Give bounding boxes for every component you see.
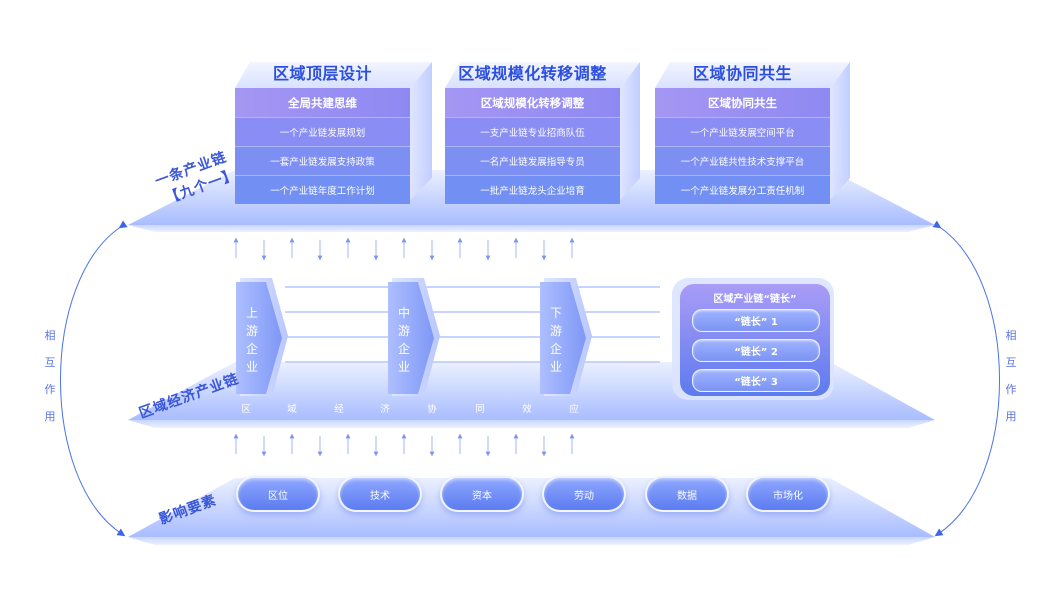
effect-char: 经 xyxy=(334,404,344,415)
midstream-enterprise-label: 中 游 企 业 xyxy=(395,304,413,376)
column-heading-3: 区域协同共生 xyxy=(692,64,792,83)
enterprise-char: 中 xyxy=(397,306,410,320)
enterprise-char: 游 xyxy=(397,324,410,338)
side-char: 作 xyxy=(44,383,56,396)
upstream-enterprise-label: 上 游 企 业 xyxy=(243,304,261,376)
card-item: 一个产业链发展空间平台 xyxy=(655,117,830,146)
right-side-label: 相 互 作 用 xyxy=(1004,322,1018,430)
left-interaction-curve xyxy=(60,220,128,537)
arrows-middle-bottom xyxy=(233,433,575,457)
top-cubes-3d xyxy=(235,62,850,200)
side-char: 用 xyxy=(44,410,56,423)
upstream-prism xyxy=(236,278,288,396)
enterprise-char: 游 xyxy=(549,324,562,338)
effect-char: 同 xyxy=(475,404,485,415)
card-item: 一个产业链共性技术支撑平台 xyxy=(655,146,830,175)
factor-location: 区位 xyxy=(236,476,320,512)
factor-technology: 技术 xyxy=(338,476,422,512)
chain-leader-title: 区域产业链“链长” xyxy=(713,294,797,305)
arrows-top-middle xyxy=(233,237,575,261)
card-title: 区域规模化转移调整 xyxy=(445,88,620,117)
midstream-prism xyxy=(388,278,440,396)
column-card-3: 区域协同共生 一个产业链发展空间平台 一个产业链共性技术支撑平台 一个产业链发展… xyxy=(655,88,830,204)
chain-leader-item: “链长” 1 xyxy=(692,309,820,332)
factor-marketization: 市场化 xyxy=(746,476,830,512)
card-item: 一支产业链专业招商队伍 xyxy=(445,117,620,146)
enterprise-char: 下 xyxy=(549,306,562,320)
effect-char: 济 xyxy=(380,404,390,415)
side-char: 用 xyxy=(1005,410,1017,423)
factor-data: 数据 xyxy=(645,476,729,512)
chain-leader-item: “链长” 2 xyxy=(692,339,820,362)
column-card-1: 全局共建思维 一个产业链发展规划 一套产业链发展支持政策 一个产业链年度工作计划 xyxy=(235,88,410,204)
effect-char: 协 xyxy=(427,404,437,415)
left-side-label: 相 互 作 用 xyxy=(43,322,57,430)
side-char: 作 xyxy=(1005,383,1017,396)
card-title: 全局共建思维 xyxy=(235,88,410,117)
bottom-platform xyxy=(128,478,935,537)
card-item: 一套产业链发展支持政策 xyxy=(235,146,410,175)
column-heading-2: 区域规模化转移调整 xyxy=(458,64,607,83)
chain-leader-item: “链长” 3 xyxy=(692,369,820,392)
card-item: 一批产业链龙头企业培育 xyxy=(445,175,620,204)
enterprise-char: 企 xyxy=(245,342,258,356)
side-char: 相 xyxy=(1005,329,1017,342)
enterprise-char: 业 xyxy=(549,360,562,374)
column-heading-1: 区域顶层设计 xyxy=(272,64,372,83)
card-title: 区域协同共生 xyxy=(655,88,830,117)
enterprise-char: 企 xyxy=(549,342,562,356)
enterprise-char: 游 xyxy=(245,324,258,338)
card-item: 一名产业链发展指导专员 xyxy=(445,146,620,175)
side-char: 互 xyxy=(1005,356,1017,369)
factor-capital: 资本 xyxy=(440,476,524,512)
effect-char: 应 xyxy=(569,404,579,415)
enterprise-char: 上 xyxy=(245,306,258,320)
effect-char: 区 xyxy=(241,404,251,415)
side-char: 相 xyxy=(44,329,56,342)
column-card-2: 区域规模化转移调整 一支产业链专业招商队伍 一名产业链发展指导专员 一批产业链龙… xyxy=(445,88,620,204)
right-interaction-curve xyxy=(932,220,1000,537)
card-item: 一个产业链发展分工责任机制 xyxy=(655,175,830,204)
enterprise-connectors xyxy=(285,286,660,363)
effect-char: 域 xyxy=(287,404,297,415)
enterprise-char: 业 xyxy=(245,360,258,374)
effect-char: 效 xyxy=(522,404,532,415)
side-char: 互 xyxy=(44,356,56,369)
enterprise-char: 企 xyxy=(397,342,410,356)
factor-labor: 劳动 xyxy=(542,476,626,512)
downstream-enterprise-label: 下 游 企 业 xyxy=(547,304,565,376)
card-item: 一个产业链年度工作计划 xyxy=(235,175,410,204)
downstream-prism xyxy=(540,278,592,396)
card-item: 一个产业链发展规划 xyxy=(235,117,410,146)
enterprise-char: 业 xyxy=(397,360,410,374)
